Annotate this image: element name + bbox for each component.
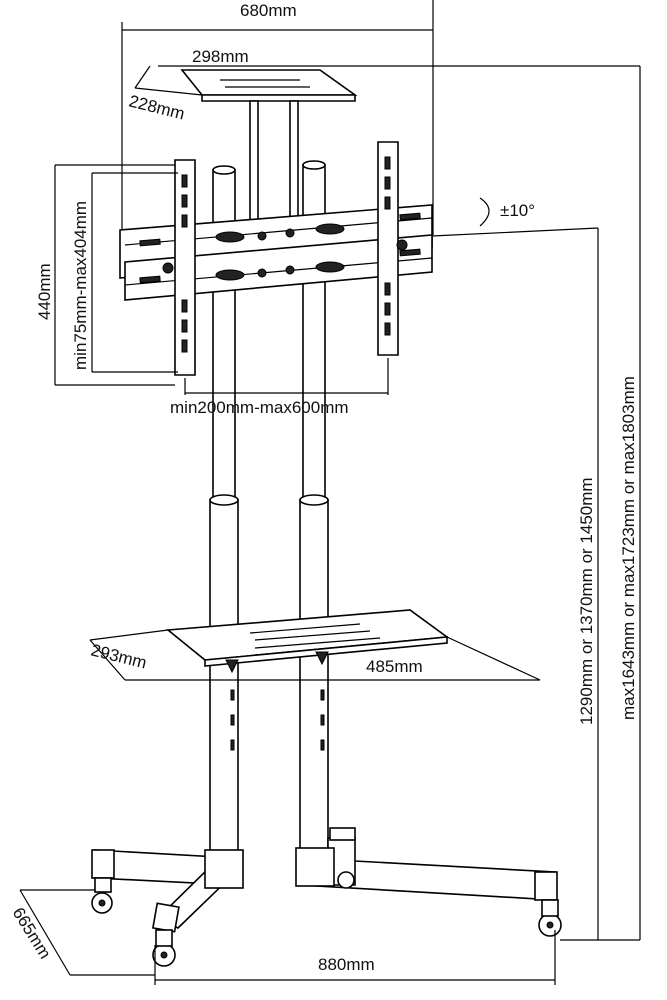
tilt-indicator: ±10°: [479, 197, 535, 227]
max-height-options-label: max1643mm or max1723mm or max1803mm: [619, 376, 638, 720]
overall-width-dimension: 680mm: [121, 0, 434, 235]
middle-shelf-width-label: 485mm: [366, 657, 423, 676]
base-depth-label: 665mm: [9, 904, 55, 962]
base-width-dimension: 880mm: [154, 930, 556, 985]
vesa-vertical-dimension: 440mm min75mm-max404mm: [35, 164, 178, 386]
height-options-label: 1290mm or 1370mm or 1450mm: [577, 477, 596, 725]
top-shelf-depth-label: 228mm: [127, 91, 187, 123]
middle-shelf-depth-label: 293mm: [89, 640, 149, 672]
top-shelf-width-label: 298mm: [192, 47, 249, 66]
vesa-bracket: [119, 141, 433, 376]
overall-width-label: 680mm: [240, 1, 297, 20]
vesa-horizontal-dimension: min200mm-max600mm: [170, 358, 389, 417]
base-width-label: 880mm: [318, 955, 375, 974]
vesa-vertical-span-label: 440mm: [35, 263, 54, 320]
caster-wheels: [91, 871, 562, 967]
base-depth-dimension: 665mm: [9, 889, 155, 976]
vesa-vertical-range-label: min75mm-max404mm: [71, 201, 90, 370]
tilt-label: ±10°: [500, 201, 535, 220]
arm-slots: [181, 156, 391, 353]
height-dimensions: 1290mm or 1370mm or 1450mm max1643mm or …: [431, 66, 641, 941]
vesa-horizontal-range-label: min200mm-max600mm: [170, 398, 349, 417]
base: [91, 827, 562, 967]
pole-adjust-holes: [230, 689, 325, 751]
